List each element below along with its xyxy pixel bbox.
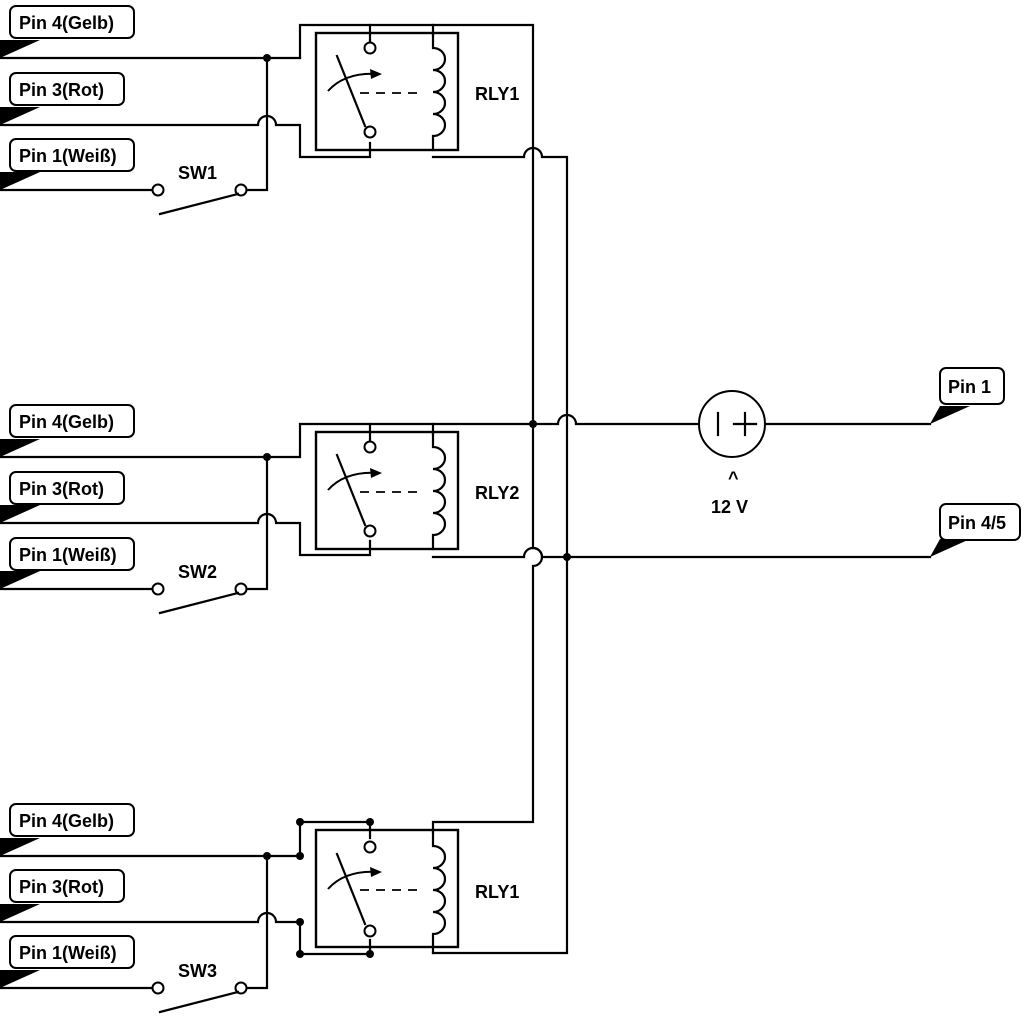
block-3: RLY1 SW3 [0, 818, 519, 1014]
switch-contact-right-2 [234, 582, 248, 596]
connector-tags-left: Pin 4(Gelb) Pin 3(Rot) Pin 1(Weiß) Pin 4… [0, 5, 135, 988]
connector-tag: Pin 1(Weiß) [0, 935, 135, 988]
svg-text:Pin 3(Rot): Pin 3(Rot) [19, 479, 104, 499]
relay-contact-top-1 [363, 41, 377, 55]
pin3-wire-2 [0, 512, 372, 557]
connector-tag: Pin 3(Rot) [0, 72, 125, 125]
relay-box-2 [314, 430, 460, 551]
svg-text:Pin 4(Gelb): Pin 4(Gelb) [19, 13, 114, 33]
switch-label-3: SW3 [178, 961, 217, 981]
connector-tag: Pin 1(Weiß) [0, 537, 135, 589]
bus-wire-right [431, 555, 569, 955]
switch-label-1: SW1 [178, 163, 217, 183]
switch-contact-left-3 [151, 981, 165, 995]
switch-contact-right-3 [234, 981, 248, 995]
connector-tag: Pin 1 [930, 367, 1005, 424]
pin4-wire-1 [0, 23, 535, 425]
svg-text:Pin 3(Rot): Pin 3(Rot) [19, 80, 104, 100]
junction-dot [296, 950, 304, 958]
bus-wire-top [531, 413, 702, 426]
switch-contact-left-2 [151, 582, 165, 596]
junction-dot [296, 818, 304, 826]
svg-text:Pin 4(Gelb): Pin 4(Gelb) [19, 811, 114, 831]
switch-return-3 [239, 854, 269, 990]
relay-contact-top-3 [363, 840, 377, 854]
relay-contact-top-2 [363, 440, 377, 454]
connector-tag: Pin 4(Gelb) [0, 404, 135, 457]
junction-dot [263, 54, 271, 62]
connector-tag: Pin 3(Rot) [0, 869, 125, 922]
junction-dot [296, 852, 304, 860]
switch-lever-3 [158, 990, 240, 1014]
switch-return-2 [239, 455, 269, 591]
relay-label-3: RLY1 [475, 882, 519, 902]
junction-dot [296, 918, 304, 926]
block-1: RLY1 SW1 [0, 23, 569, 559]
relay-contact-bottom-1 [363, 125, 377, 139]
connector-tag: Pin 4(Gelb) [0, 803, 135, 856]
svg-text:Pin 1: Pin 1 [948, 377, 991, 397]
junction-dot [263, 852, 271, 860]
switch-lever-1 [158, 192, 240, 216]
switch-label-2: SW2 [178, 562, 217, 582]
svg-text:Pin 1(Weiß): Pin 1(Weiß) [19, 146, 117, 166]
relay-contact-bottom-2 [363, 524, 377, 538]
junction-dot [366, 950, 374, 958]
pin4-wire-2 [0, 422, 535, 459]
relay-label-2: RLY2 [475, 483, 519, 503]
switch-contact-right-1 [234, 183, 248, 197]
source-voltage: 12 V [711, 497, 748, 517]
voltage-source: ^ 12 V [698, 390, 932, 517]
connector-tag: Pin 1(Weiß) [0, 138, 135, 190]
connector-tag: Pin 3(Rot) [0, 471, 125, 523]
svg-text:Pin 4/5: Pin 4/5 [948, 513, 1006, 533]
switch-lever-2 [158, 591, 240, 615]
relay-contact-bottom-3 [363, 924, 377, 938]
coil-wire-1 [431, 23, 569, 559]
relay-box-3 [314, 828, 460, 949]
bus-wire-left [431, 422, 544, 834]
switch-contact-left-1 [151, 183, 165, 197]
relay-label-1: RLY1 [475, 84, 519, 104]
connector-tag: Pin 4/5 [930, 503, 1021, 557]
svg-text:Pin 4(Gelb): Pin 4(Gelb) [19, 412, 114, 432]
block-2: RLY2 SW2 [0, 413, 932, 615]
junction-dot [366, 818, 374, 826]
svg-text:Pin 1(Weiß): Pin 1(Weiß) [19, 545, 117, 565]
switch-return-1 [239, 56, 269, 192]
connector-tag: Pin 4(Gelb) [0, 5, 135, 58]
relay-box-1 [314, 31, 460, 152]
source-caret: ^ [728, 468, 739, 488]
svg-text:Pin 1(Weiß): Pin 1(Weiß) [19, 943, 117, 963]
connector-tags-right: Pin 1 Pin 4/5 [930, 367, 1021, 557]
pin3-wire-1 [0, 114, 372, 159]
junction-dot [263, 453, 271, 461]
svg-text:Pin 3(Rot): Pin 3(Rot) [19, 877, 104, 897]
